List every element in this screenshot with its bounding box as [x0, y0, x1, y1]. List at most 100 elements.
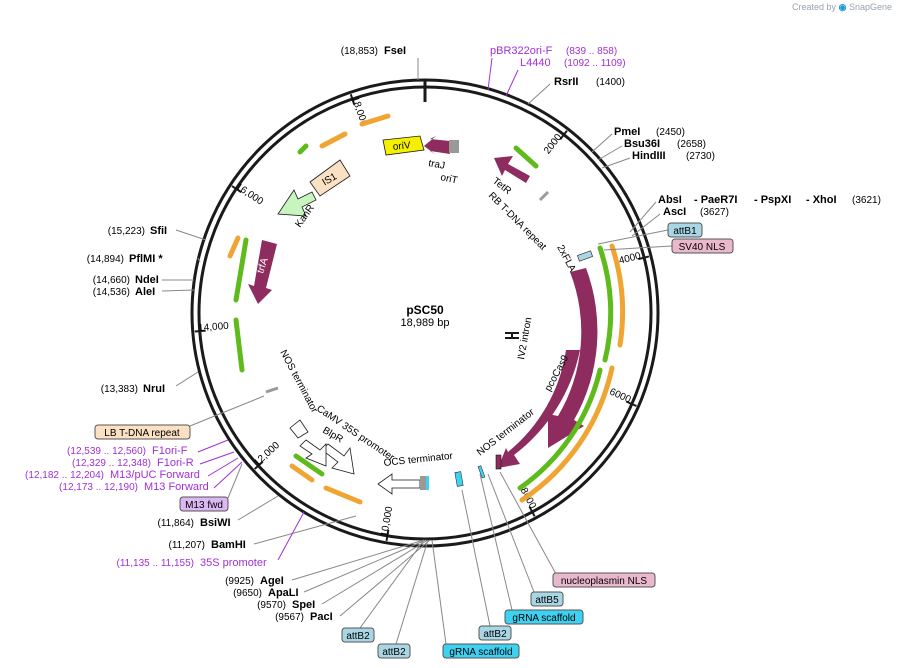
site-PaeR7I[interactable]: - PaeR7I — [694, 194, 737, 206]
snapgene-logo-icon: ◉ — [838, 2, 847, 12]
feature-NOS-term-left[interactable] — [265, 386, 279, 394]
primer-pBR322ori-F[interactable]: pBR322ori-F — [490, 45, 553, 57]
arrow-orange-7[interactable] — [323, 485, 363, 505]
site-XhoI[interactable]: - XhoI — [806, 194, 837, 206]
site-AleI[interactable]: AleI — [135, 286, 155, 298]
tick-mark — [349, 93, 356, 105]
site-ApaLI[interactable]: ApaLI — [268, 587, 299, 599]
tick-mark — [638, 255, 650, 261]
site-BsiWI[interactable]: BsiWI — [200, 517, 231, 529]
site-leader — [291, 539, 425, 581]
site-PmeI[interactable]: PmeI — [614, 126, 640, 138]
feature-CaMV35S[interactable] — [289, 419, 309, 439]
primer-pos: (11,135 .. 11,155) — [117, 558, 194, 569]
site-leader — [321, 539, 429, 605]
primer-35S-promoter[interactable]: 35S promoter — [200, 557, 267, 569]
feature-TetR[interactable] — [494, 156, 530, 183]
site-PflMI[interactable]: PflMI * — [129, 253, 163, 265]
primer-leader — [197, 439, 229, 453]
site-AscI[interactable]: AscI — [663, 206, 686, 218]
box-gRNA-scaffold-1[interactable] — [504, 609, 584, 625]
primer-pos: (1092 .. 1109) — [564, 58, 626, 69]
site-leader — [527, 83, 551, 105]
arrow-green-3[interactable] — [297, 143, 309, 155]
site-HindIII[interactable]: HindIII — [632, 150, 666, 162]
box-attB2-3[interactable] — [377, 643, 411, 659]
feature-2xFLAG[interactable] — [577, 250, 593, 262]
primer-M13-pUC-Forward[interactable]: M13/pUC Forward — [110, 469, 200, 481]
feature-label-traJ: traJ — [427, 158, 445, 172]
site-AgeI[interactable]: AgeI — [260, 575, 284, 587]
arrow-green-1[interactable] — [233, 237, 249, 303]
feature-BlpR[interactable] — [321, 443, 355, 475]
box-leader — [359, 539, 425, 629]
site-leader — [175, 229, 207, 241]
arrow-orange-2[interactable] — [359, 113, 391, 127]
box-gRNA-scaffold-2[interactable] — [442, 643, 520, 659]
box-leader — [603, 245, 673, 251]
tick-mark — [528, 506, 536, 517]
primer-pos: (12,173 .. 12,190) — [59, 482, 138, 493]
arrow-orange-3[interactable] — [227, 235, 241, 259]
site-PacI[interactable]: PacI — [310, 611, 333, 623]
primers: pBR322ori-F (839 .. 858) L4440 (1092 .. … — [25, 45, 625, 569]
site-FseI[interactable]: FseI — [384, 45, 406, 57]
feature-traJ[interactable] — [424, 136, 450, 155]
site-SpeI[interactable]: SpeI — [292, 599, 315, 611]
primer-F1ori-R[interactable]: F1ori-R — [157, 457, 194, 469]
box-attB2-2-label: attB2 — [346, 631, 370, 642]
feature-pcoCas9-upper[interactable] — [548, 268, 598, 448]
feature-OCS-term[interactable] — [377, 473, 421, 495]
primer-leader — [199, 451, 235, 465]
primer-F1ori-F[interactable]: F1ori-F — [152, 445, 188, 457]
site-SfiI[interactable]: SfiI — [150, 225, 167, 237]
arrow-green-6[interactable] — [517, 367, 603, 491]
box-LB-TDNA[interactable] — [94, 424, 191, 440]
feature-RB-TDNA[interactable] — [538, 190, 550, 202]
feature-gRNA-block[interactable] — [426, 476, 429, 490]
tick-mark — [385, 529, 390, 541]
box-M13-fwd[interactable] — [179, 496, 229, 512]
feature-pcoCas9[interactable] — [498, 350, 580, 468]
box-attB5[interactable] — [530, 591, 564, 607]
arrow-orange-5[interactable] — [519, 365, 615, 503]
feature-gRNA-block-2[interactable] — [454, 471, 464, 487]
box-nucleoplasmin-NLS[interactable] — [552, 572, 656, 588]
arrow-green-7[interactable] — [293, 453, 325, 477]
site-leader — [303, 539, 427, 593]
arrow-green-4[interactable] — [513, 145, 539, 169]
feature-IS1[interactable] — [309, 159, 351, 197]
site-RsrII[interactable]: RsrII — [554, 76, 578, 88]
site-NdeI[interactable]: NdeI — [135, 274, 159, 286]
tick-label: 12,000 — [252, 440, 282, 469]
arrow-orange-4[interactable] — [609, 243, 626, 348]
feature-BlpR-promoter[interactable] — [299, 439, 327, 467]
plasmid-size: 18,989 bp — [401, 317, 450, 329]
feature-gRNA-block-3[interactable] — [477, 465, 486, 479]
feature-oriV[interactable] — [382, 135, 425, 156]
box-attB2-2[interactable] — [341, 627, 375, 643]
feature-trfA[interactable] — [248, 240, 277, 304]
arrow-orange-1[interactable] — [319, 131, 348, 149]
site-PspXI[interactable]: - PspXI — [754, 194, 791, 206]
feature-KanR[interactable] — [277, 189, 317, 217]
box-attB2-1[interactable] — [478, 625, 512, 641]
primer-L4440[interactable]: L4440 — [520, 57, 551, 69]
site-Bsu36I[interactable]: Bsu36I — [624, 138, 660, 150]
box-attB1[interactable] — [667, 222, 703, 238]
feature-oriT[interactable] — [449, 140, 459, 153]
feature-NOS-term-right[interactable] — [495, 454, 502, 470]
tick-mark — [231, 185, 242, 193]
site-BamHI[interactable]: BamHI — [211, 539, 246, 551]
primer-M13-Forward[interactable]: M13 Forward — [144, 481, 209, 493]
feature-label-trfA: trfA — [255, 256, 270, 275]
arrow-green-2[interactable] — [233, 317, 245, 373]
feature-IV2-intron[interactable] — [505, 332, 519, 339]
arrow-green-5[interactable] — [597, 245, 614, 363]
feature-attB2-block[interactable] — [420, 476, 426, 490]
box-SV40-NLS[interactable] — [671, 238, 734, 254]
arrow-orange-6[interactable] — [289, 463, 315, 483]
site-NruI[interactable]: NruI — [143, 383, 165, 395]
site-AbsI[interactable]: AbsI — [658, 194, 682, 206]
box-attB5-label: attB5 — [535, 595, 559, 606]
